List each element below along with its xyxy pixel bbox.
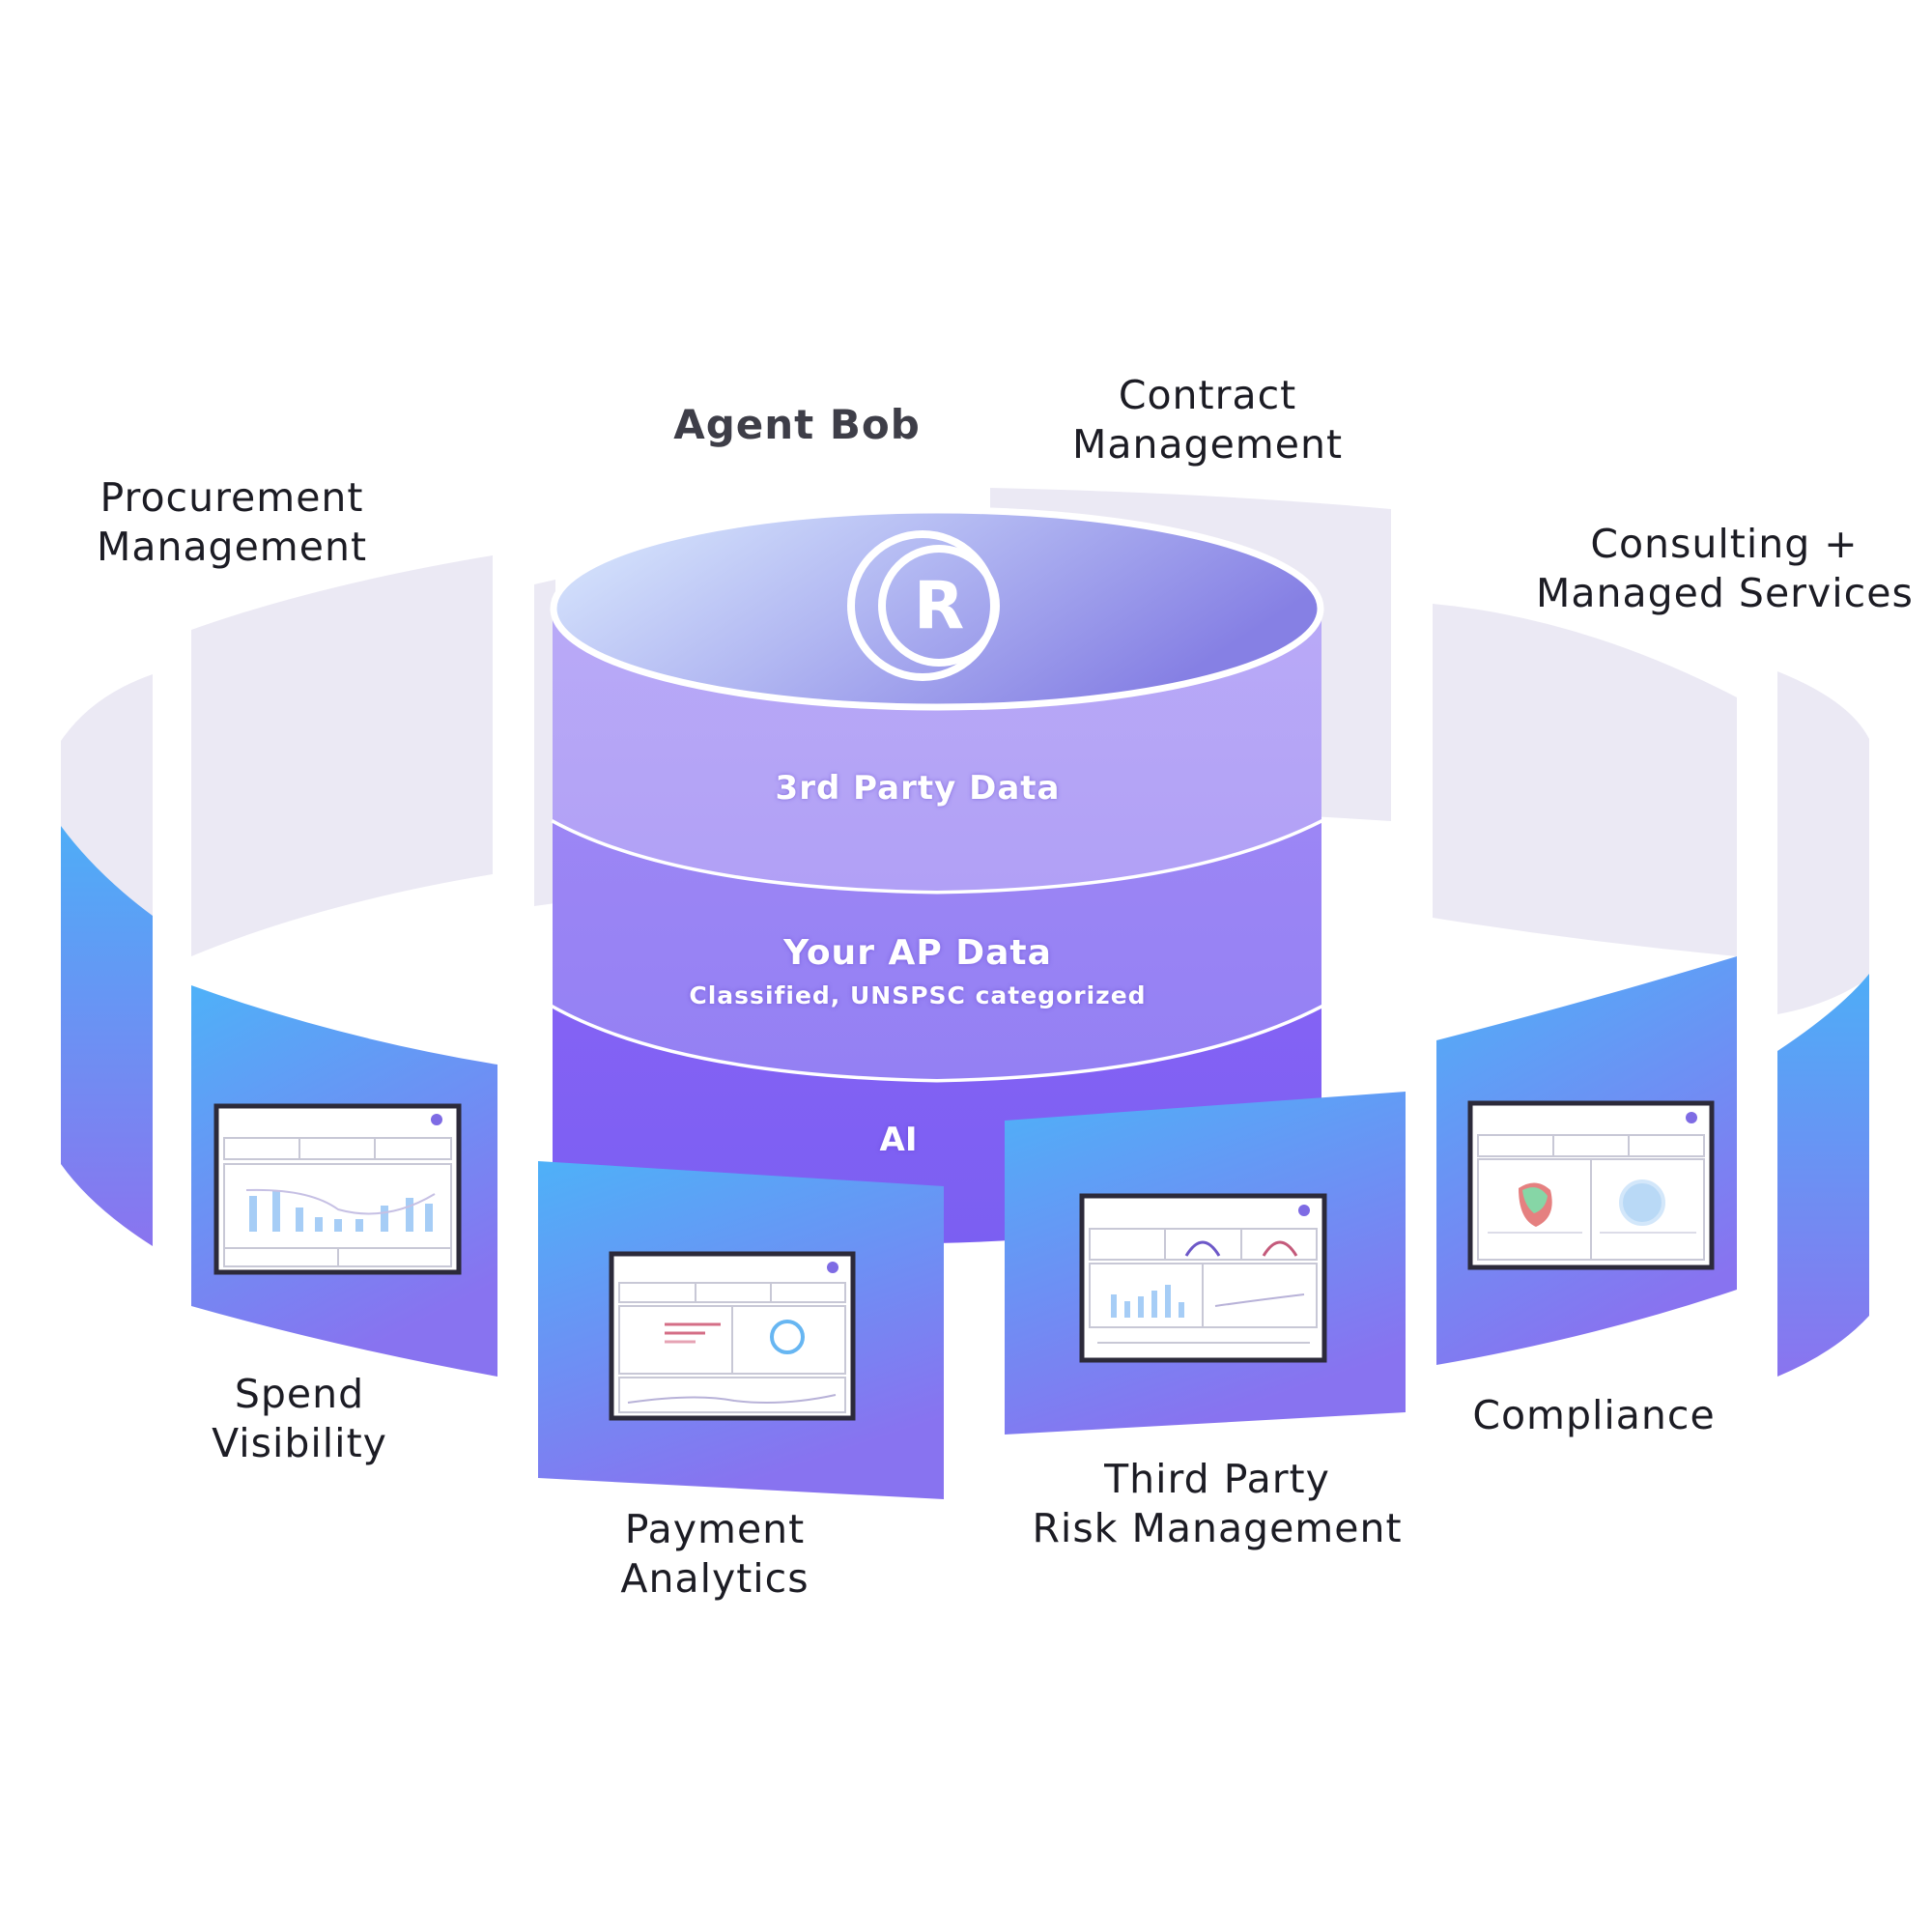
label-procurement-management: Procurement Management: [77, 473, 386, 572]
layer-label-ai: AI: [879, 1121, 918, 1159]
label-line: Contract: [1118, 372, 1297, 418]
dashboard-spend-visibility: [213, 1103, 462, 1275]
label-line: Visibility: [212, 1420, 387, 1466]
label-line: Payment: [624, 1506, 806, 1552]
label-line: Procurement: [99, 474, 364, 521]
label-line: Management: [96, 524, 368, 570]
data-cylinder: R: [550, 506, 1324, 1243]
label-line: Compliance: [1472, 1392, 1716, 1438]
layer-label-third-party: 3rd Party Data: [775, 769, 1061, 808]
label-payment-analytics: Payment Analytics: [575, 1505, 855, 1604]
dashboard-third-party-risk: [1079, 1193, 1327, 1363]
label-line: Spend: [234, 1371, 365, 1417]
layer-label-ap-data-subtitle: Classified, UNSPSC categorized: [689, 981, 1147, 1009]
cylinder-layer-ap-data: [553, 819, 1321, 1079]
agent-bob-label: Agent Bob: [673, 401, 921, 448]
label-spend-visibility: Spend Visibility: [164, 1370, 435, 1468]
label-contract-management: Contract Management: [1048, 371, 1367, 469]
dashboard-compliance: [1467, 1100, 1715, 1270]
svg-text:R: R: [914, 568, 964, 644]
label-line: Third Party: [1104, 1456, 1330, 1502]
blue-panel-far-right: [1777, 974, 1869, 1377]
label-line: Consulting +: [1590, 521, 1859, 567]
label-line: Analytics: [620, 1555, 810, 1602]
label-line: Management: [1071, 421, 1344, 468]
pale-panel-center-back: [534, 580, 555, 906]
pale-panel-far-right: [1777, 671, 1869, 1014]
registered-logo-icon: R: [847, 530, 1000, 681]
dashboard-payment-analytics: [609, 1251, 856, 1421]
cylinder-top: [550, 506, 1324, 711]
label-consulting-managed-services: Consulting + Managed Services: [1536, 520, 1913, 618]
blue-panel-far-left: [61, 826, 153, 1246]
label-third-party-risk-management: Third Party Risk Management: [1024, 1455, 1410, 1553]
pale-panel-consulting: [1433, 604, 1737, 956]
pale-panel-procurement: [191, 555, 493, 956]
label-line: Risk Management: [1032, 1505, 1403, 1551]
pale-panel-far-left: [61, 674, 153, 916]
label-compliance: Compliance: [1449, 1391, 1739, 1440]
layer-label-ap-data-title: Your AP Data: [783, 933, 1052, 973]
label-line: Managed Services: [1536, 570, 1914, 616]
